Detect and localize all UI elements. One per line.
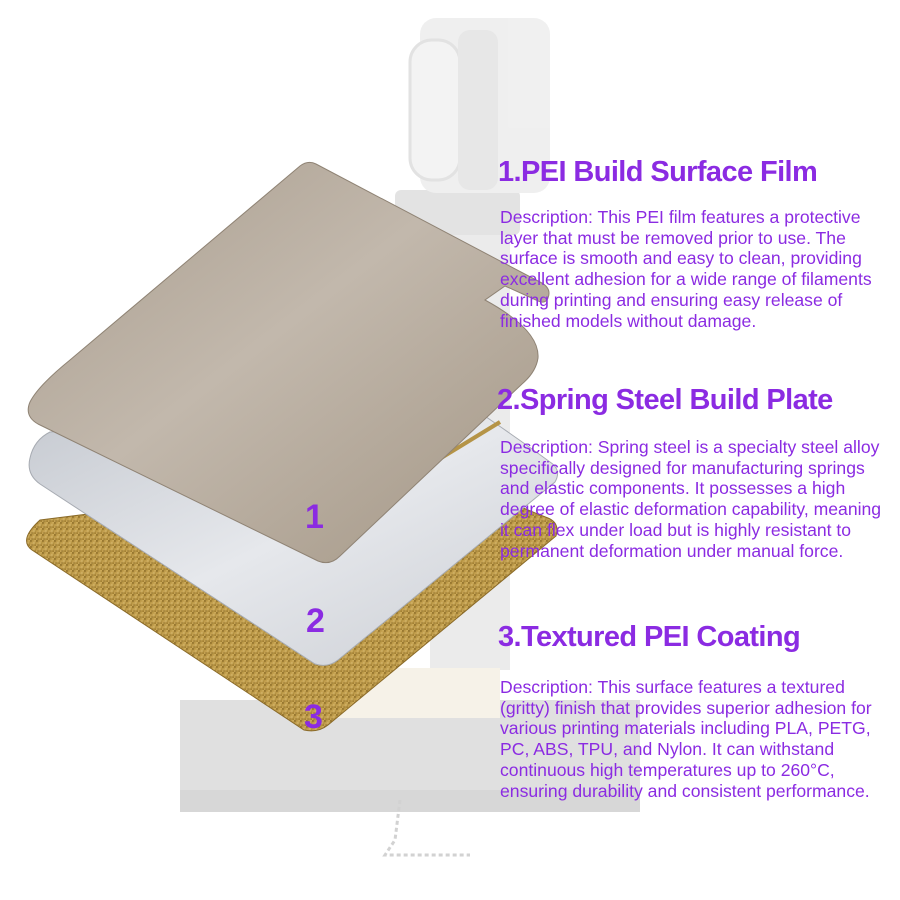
filament-spool bbox=[408, 38, 462, 182]
section-description-textured-pei: Description: This surface features a tex… bbox=[500, 677, 872, 801]
section-description-spring-steel: Description: Spring steel is a specialty… bbox=[500, 437, 882, 561]
printer-spool-flange bbox=[458, 30, 498, 190]
printer-base-lower bbox=[180, 790, 640, 812]
section-title-textured-pei: 3.Textured PEI Coating bbox=[498, 621, 801, 653]
layer-number-1: 1 bbox=[305, 498, 324, 536]
section-title-pei-film: 1.PEI Build Surface Film bbox=[498, 156, 818, 188]
pei-film-layer bbox=[27, 161, 550, 564]
section-description-pei-film: Description: This PEI film features a pr… bbox=[500, 207, 872, 331]
section-title-spring-steel: 2.Spring Steel Build Plate bbox=[497, 384, 833, 416]
layer-number-3: 3 bbox=[304, 698, 323, 736]
printer-cable bbox=[382, 799, 470, 857]
printer-ghost bbox=[180, 18, 640, 857]
layer-number-2: 2 bbox=[306, 602, 325, 640]
